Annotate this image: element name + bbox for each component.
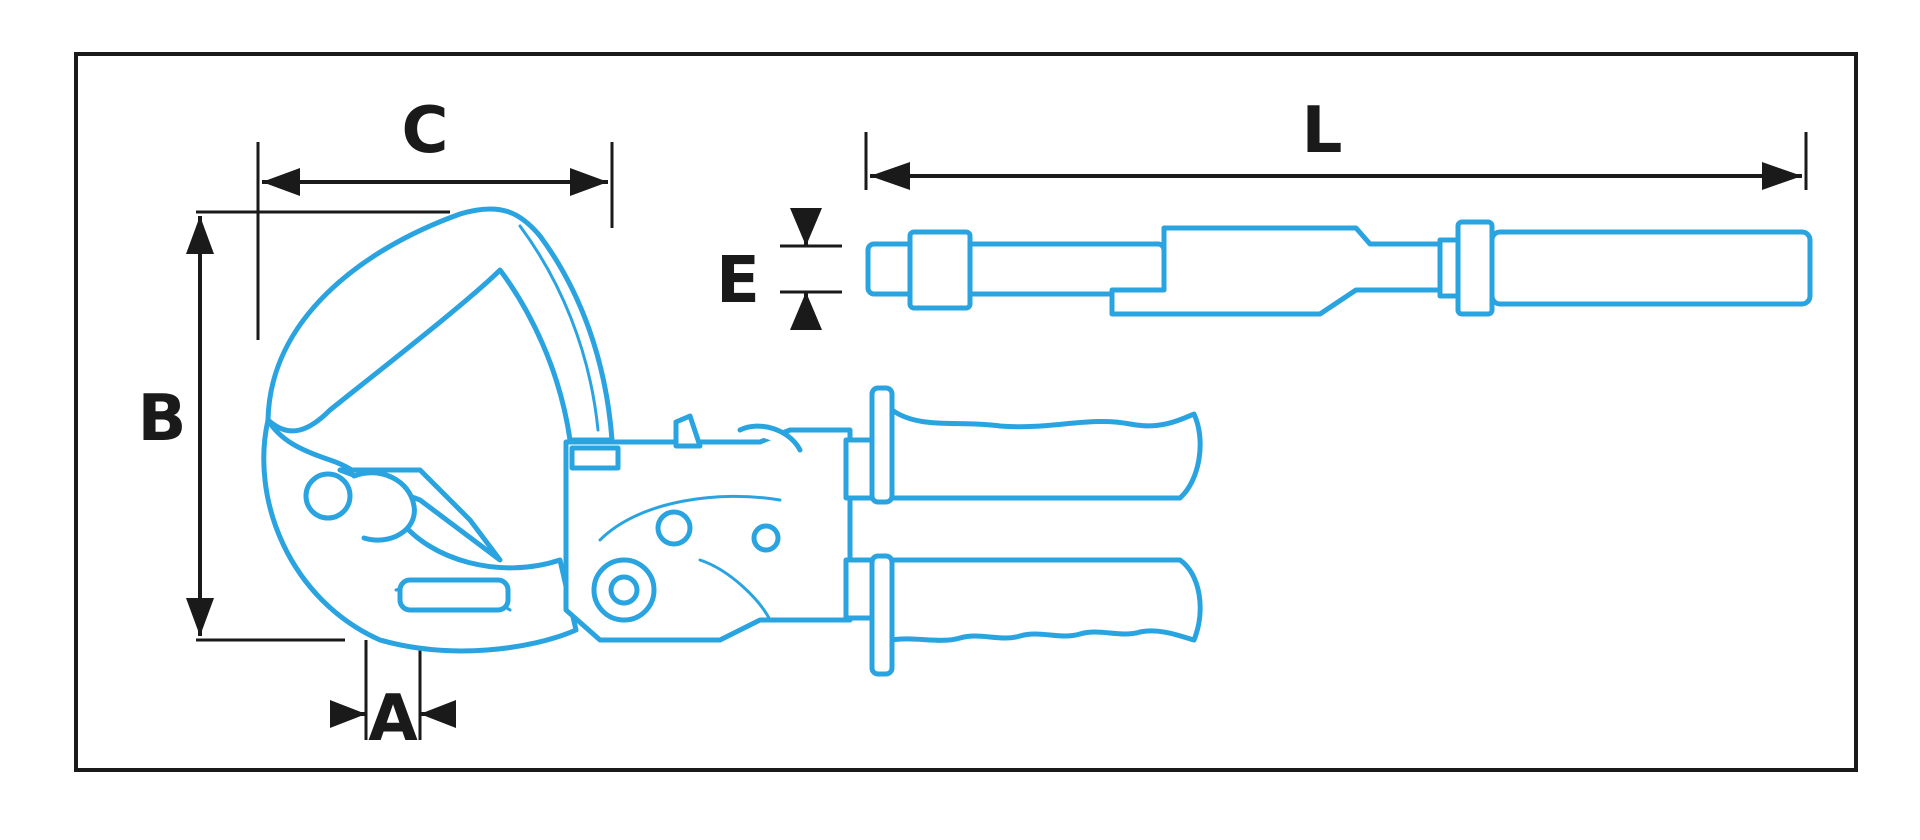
ratchet-gear-pin: [655, 509, 693, 547]
side-view-handle: [1489, 229, 1813, 307]
dimension-c: C: [256, 94, 614, 340]
dimension-e-arrow-top: [790, 208, 822, 246]
ratchet-housing-tab: [569, 445, 621, 471]
side-view-collar-left: [1437, 237, 1461, 299]
dimension-e-arrow-bottom: [790, 292, 822, 330]
dimension-a-arrow-right: [420, 700, 456, 728]
handles: [843, 385, 1203, 677]
lower-handle-guard: [869, 553, 895, 677]
upper-handle-guard: [869, 385, 895, 505]
dimension-l: L: [864, 94, 1808, 190]
ratchet-link-edge: [598, 494, 782, 542]
dimension-e: E: [716, 208, 842, 330]
dimension-a-arrow-left: [330, 700, 366, 728]
dimension-a: A: [330, 640, 456, 756]
main-pivot-nut: [608, 574, 640, 606]
dimension-l-label: L: [1302, 94, 1343, 168]
blade-pivot-link: [351, 470, 417, 543]
side-view-collar: [1455, 219, 1495, 317]
dimension-c-arrow-right: [570, 168, 608, 196]
dimension-b-arrow-top: [186, 216, 214, 254]
ratchet-lower-link: [698, 558, 772, 622]
dimension-l-arrow-right: [1762, 162, 1802, 190]
diagram-frame: [74, 52, 1858, 772]
ratchet-mechanism: [563, 413, 853, 643]
jaw-slot: [397, 577, 511, 613]
ratchet-pawl: [673, 413, 703, 449]
dimension-c-arrow-left: [262, 168, 300, 196]
dimension-c-label: C: [402, 94, 449, 168]
upper-handle-grip: [889, 407, 1203, 501]
dimension-e-label: E: [716, 244, 760, 318]
side-view-ratchet-body: [1109, 225, 1443, 317]
upper-blade: [265, 206, 615, 443]
dimension-a-label: A: [368, 682, 418, 756]
dimension-b: B: [138, 210, 450, 642]
side-view-pivot-block: [907, 229, 973, 311]
dimension-b-arrow-bottom: [186, 598, 214, 636]
lower-handle-ferrule: [843, 557, 875, 621]
dimension-b-label: B: [138, 382, 187, 456]
tool-side-view: [865, 219, 1813, 317]
tool-front-view: [261, 206, 615, 654]
blade-pivot-bolt: [303, 471, 353, 521]
dimension-l-arrow-left: [870, 162, 910, 190]
upper-handle-ferrule: [843, 437, 875, 501]
lower-handle-grip: [889, 557, 1203, 643]
ratchet-lever-pin: [751, 523, 781, 553]
upper-blade-ridge: [518, 224, 600, 432]
lower-jaw: [261, 417, 579, 654]
ratchet-spring: [737, 423, 803, 453]
